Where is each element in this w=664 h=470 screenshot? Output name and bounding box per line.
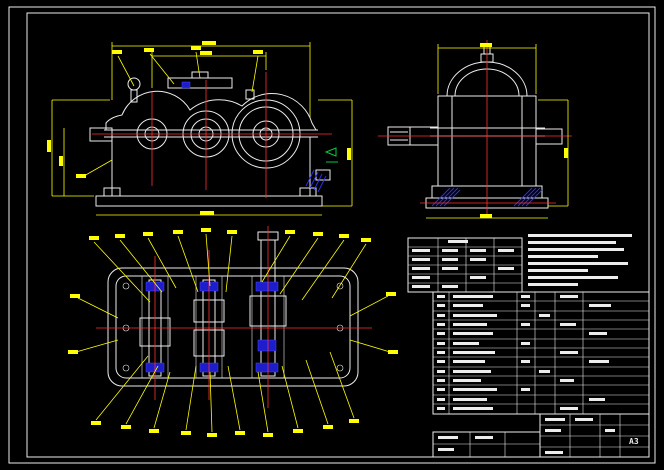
top-view xyxy=(68,226,398,437)
vent-cap xyxy=(181,81,191,89)
side-view xyxy=(378,40,572,219)
side-view-dimensions xyxy=(426,43,569,219)
front-view xyxy=(47,41,353,216)
part-leader-lines xyxy=(68,228,398,437)
top-view-centerlines xyxy=(96,226,372,408)
oil-level-indicator xyxy=(324,147,338,163)
gear-parameter-table xyxy=(407,237,523,293)
parts-list-table xyxy=(432,291,650,415)
front-view-centerlines xyxy=(92,72,332,198)
side-view-centerlines xyxy=(378,40,572,216)
sheet-size-label: A3 xyxy=(629,437,639,446)
front-view-dimensions xyxy=(47,41,353,216)
technical-notes-block xyxy=(528,234,632,286)
title-block: A3 xyxy=(432,413,650,458)
sheet-frame xyxy=(8,6,656,464)
